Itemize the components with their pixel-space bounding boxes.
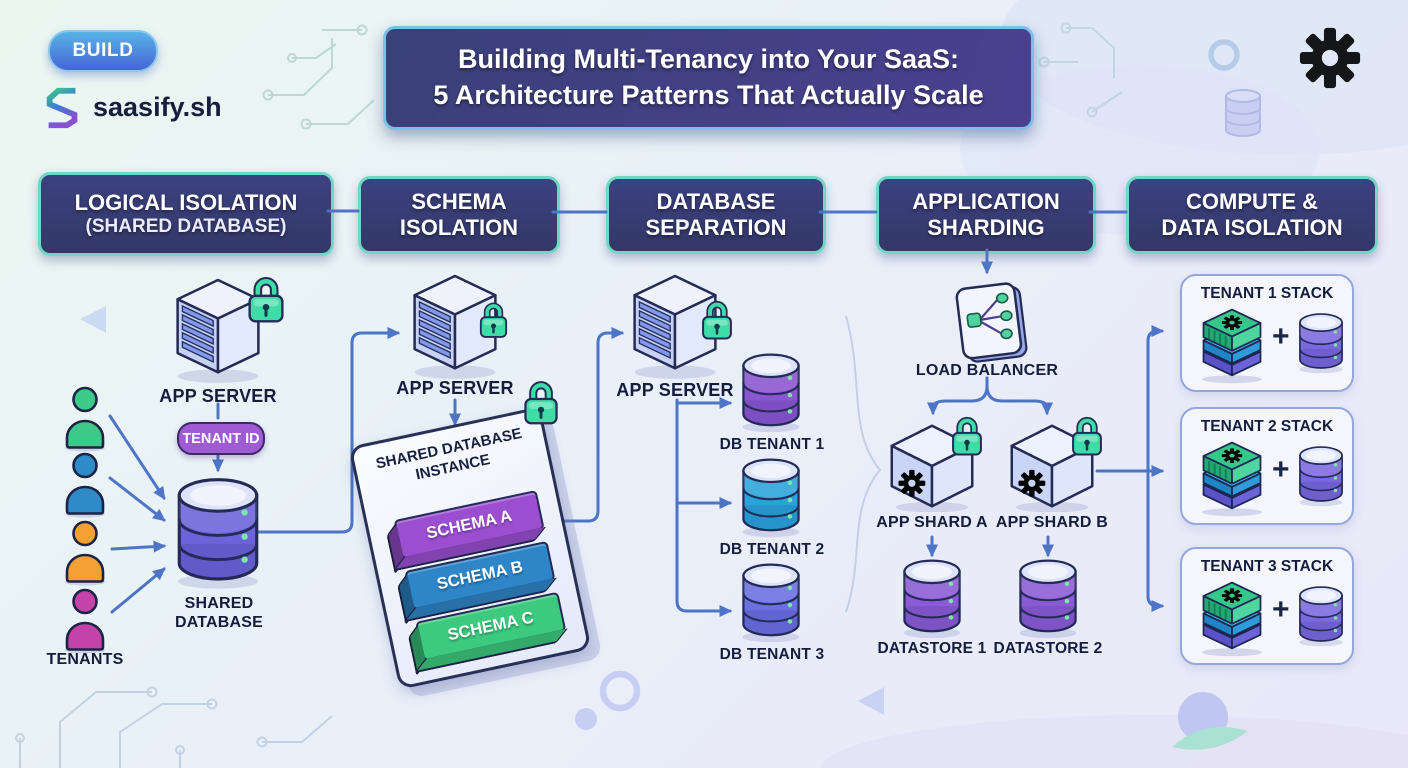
saasify-logo-icon bbox=[46, 87, 78, 129]
app-server-label: APP SERVER bbox=[159, 386, 277, 406]
lock-icon bbox=[478, 300, 509, 340]
build-badge: BUILD bbox=[48, 30, 158, 72]
title-line-2: 5 Architecture Patterns That Actually Sc… bbox=[433, 80, 984, 110]
app-server-label: APP SERVER bbox=[616, 380, 734, 400]
pattern-header-logical-isolation: LOGICAL ISOLATION (SHARED DATABASE) bbox=[38, 172, 334, 256]
lock-icon bbox=[700, 298, 734, 342]
tenant-stack-icon bbox=[1194, 441, 1270, 517]
plus-sign: + bbox=[1272, 593, 1290, 626]
tenant-1-stack-box: TENANT 1 STACK + bbox=[1180, 274, 1354, 392]
title-line-1: Building Multi-Tenancy into Your SaaS: bbox=[457, 44, 960, 75]
tenant-db-icon bbox=[1296, 445, 1346, 507]
db-tenant-1-label: DB TENANT 1 bbox=[719, 436, 825, 453]
title-banner: Building Multi-Tenancy into Your SaaS: 5… bbox=[383, 26, 1034, 130]
plus-sign: + bbox=[1272, 320, 1290, 353]
datastore-1-icon bbox=[899, 558, 965, 639]
tenant-user-icon bbox=[62, 386, 108, 452]
shared-database-icon bbox=[172, 476, 264, 590]
app-shard-a-label: APP SHARD A bbox=[876, 514, 988, 531]
app-server-label: APP SERVER bbox=[396, 378, 514, 398]
app-shard-b-label: APP SHARD B bbox=[995, 514, 1109, 531]
tenant-user-icon bbox=[62, 588, 108, 654]
pattern-header-database-separation: DATABASE SEPARATION bbox=[606, 176, 826, 254]
tenant-3-stack-box: TENANT 3 STACK + bbox=[1180, 547, 1354, 665]
datastore-2-label: DATASTORE 2 bbox=[993, 640, 1103, 657]
shared-database-label: SHARED DATABASE bbox=[174, 595, 264, 632]
db-tenant-3-label: DB TENANT 3 bbox=[719, 646, 825, 663]
tenant-user-icon bbox=[62, 520, 108, 586]
pattern-header-schema-isolation: SCHEMA ISOLATION bbox=[358, 176, 560, 254]
load-balancer-label: LOAD BALANCER bbox=[915, 362, 1059, 379]
tenant-db-icon bbox=[1296, 312, 1346, 374]
load-balancer-icon bbox=[955, 282, 1028, 363]
tenant-3-stack-title: TENANT 3 STACK bbox=[1200, 558, 1334, 575]
pattern-header-compute-data-isolation: COMPUTE & DATA ISOLATION bbox=[1126, 176, 1378, 254]
tenant-stack-icon bbox=[1194, 308, 1270, 384]
lock-icon bbox=[522, 378, 560, 427]
lock-icon bbox=[950, 414, 984, 458]
datastore-1-label: DATASTORE 1 bbox=[877, 640, 987, 657]
db-tenant-2-icon bbox=[738, 457, 804, 538]
tenant-db-icon bbox=[1296, 585, 1346, 647]
db-tenant-2-label: DB TENANT 2 bbox=[719, 541, 825, 558]
brand-name: saasify.sh bbox=[93, 91, 222, 122]
tenant-1-stack-title: TENANT 1 STACK bbox=[1200, 285, 1334, 302]
plus-sign: + bbox=[1272, 453, 1290, 486]
tenant-stack-icon bbox=[1194, 581, 1270, 657]
tenant-2-stack-title: TENANT 2 STACK bbox=[1200, 418, 1334, 435]
lock-icon bbox=[1070, 414, 1104, 458]
brand: saasify.sh bbox=[42, 84, 222, 130]
lock-icon bbox=[246, 274, 286, 325]
datastore-2-icon bbox=[1015, 558, 1081, 639]
tenant-user-icon bbox=[62, 452, 108, 518]
tenant-2-stack-box: TENANT 2 STACK + bbox=[1180, 407, 1354, 525]
db-tenant-3-icon bbox=[738, 562, 804, 643]
db-tenant-1-icon bbox=[738, 352, 804, 433]
tenants-label: TENANTS bbox=[46, 651, 124, 668]
tenant-id-badge: TENANT ID bbox=[177, 422, 265, 455]
